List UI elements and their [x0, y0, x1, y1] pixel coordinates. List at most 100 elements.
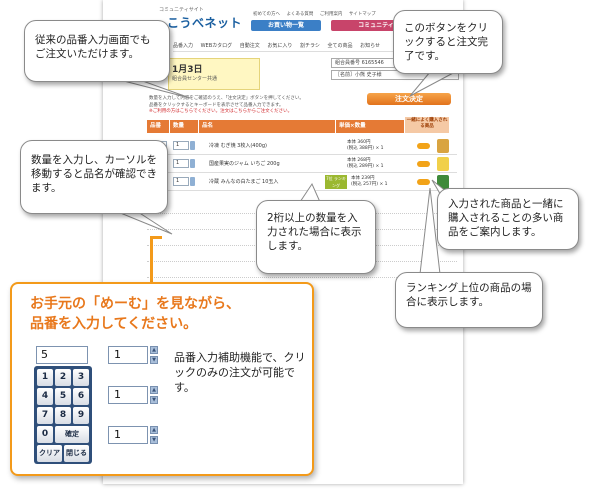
- recommend-product-thumbnail[interactable]: [437, 139, 449, 153]
- col-header-price: 単価×数量: [336, 120, 404, 133]
- subnav-item-all-products[interactable]: 全ての商品: [327, 43, 353, 49]
- recommend-product-thumbnail[interactable]: [437, 175, 449, 189]
- callout-order-button: このボタンをクリックすると注文完了です。: [393, 10, 503, 74]
- key-4[interactable]: 4: [37, 388, 53, 405]
- stepper-down-icon[interactable]: ▼: [150, 436, 158, 444]
- key-confirm-button[interactable]: 確定: [55, 426, 89, 443]
- top-links: 初めての方へ よくある質問 ご利用案内 サイトマップ: [253, 11, 381, 17]
- key-close-button[interactable]: 閉じる: [64, 445, 89, 462]
- callout-title-line-1: お手元の「めーむ」を見ながら、: [30, 296, 240, 312]
- connector-line: [150, 236, 153, 284]
- recommend-badge[interactable]: [417, 161, 430, 167]
- callout-ranking: ランキング上位の商品の場合に表示します。: [395, 272, 543, 328]
- key-2[interactable]: 2: [55, 369, 71, 386]
- instruction-line-1: 数量を入力して内容をご確認のうえ、「注文決定」ボタンを押してください。: [149, 96, 304, 101]
- stepper-up-icon[interactable]: ▲: [150, 346, 158, 354]
- ranking-badge: 7位 ランキング: [325, 175, 347, 189]
- product-name: 国産果実のジャム いちご 200g: [209, 161, 280, 167]
- quantity-stepper-3[interactable]: ▲▼: [150, 426, 158, 444]
- product-price: 本体 239円(税込 257円) × 1: [351, 176, 388, 188]
- key-1[interactable]: 1: [37, 369, 53, 386]
- instructions: 数量を入力して内容をご確認のうえ、「注文決定」ボタンを押してください。 品番をク…: [149, 96, 369, 116]
- stepper-up-icon[interactable]: ▲: [150, 386, 158, 394]
- key-6[interactable]: 6: [73, 388, 89, 405]
- top-link-sitemap[interactable]: サイトマップ: [348, 12, 376, 17]
- subnav-item-web-catalog[interactable]: WEBカタログ: [200, 43, 233, 49]
- connector-line: [150, 236, 162, 239]
- delivery-center: 組合員センター共通: [172, 76, 218, 82]
- quantity-stepper-1[interactable]: ▲▼: [150, 346, 158, 364]
- price-base: 本体 268円: [347, 158, 371, 163]
- stepper-down-icon[interactable]: ▼: [150, 396, 158, 404]
- order-confirm-button[interactable]: 注文決定: [367, 93, 451, 105]
- callout-title: お手元の「めーむ」を見ながら、 品番を入力してください。: [30, 294, 240, 334]
- assist-description: 品番入力補助機能で、クリックのみの注文が可能です。: [174, 351, 306, 394]
- nav-community-button[interactable]: コミュニティ: [331, 20, 421, 31]
- qty-stepper-mini[interactable]: [190, 177, 195, 186]
- recommend-badge[interactable]: [417, 143, 430, 149]
- instruction-link-red[interactable]: ※ご利用の方はこちらでください。注文はこちらからご注文ください。: [149, 109, 293, 114]
- price-tax: (税込 388円) × 1: [347, 146, 384, 151]
- member-name: ［名前］小熊 史子様: [331, 70, 459, 80]
- qty-stepper-mini[interactable]: [190, 141, 195, 150]
- code-entry-callout: お手元の「めーむ」を見ながら、 品番を入力してください。 5 1 ▲▼ 1 ▲▼…: [10, 282, 314, 476]
- callout-legacy-entry: 従来の品番入力画面でもご注文いただけます。: [24, 20, 170, 82]
- product-name: 冷蔵 みんなの白たまご 10玉入: [209, 179, 279, 185]
- callout-recommend: 入力された商品と一緒に購入されることの多い商品をご案内します。: [437, 188, 579, 250]
- delivery-date: 1月3日: [172, 65, 203, 75]
- key-clear-button[interactable]: クリア: [37, 445, 62, 462]
- product-name: 冷凍 むぎ焼 3枚入(400g): [209, 143, 267, 149]
- quantity-stepper-2[interactable]: ▲▼: [150, 386, 158, 404]
- top-link-guide[interactable]: ご利用案内: [319, 12, 343, 17]
- product-price: 本体 268円(税込 289円) × 1: [347, 158, 384, 170]
- price-tax: (税込 257円) × 1: [351, 182, 388, 187]
- callout-title-line-2: 品番を入力してください。: [30, 316, 198, 332]
- callout-multi-digit: 2桁以上の数量を入力された場合に表示します。: [256, 200, 376, 274]
- numeric-keypad: 1 2 3 4 5 6 7 8 9 0 確定 クリア 閉じる: [34, 366, 92, 464]
- qty-stepper-mini[interactable]: [190, 159, 195, 168]
- subnav-item-code-entry[interactable]: 品番入力: [173, 43, 194, 49]
- subnav-item-auto-order[interactable]: 自動注文: [239, 43, 260, 49]
- delivery-info-box: 1月3日 組合員センター共通: [168, 58, 260, 90]
- callout-quantity: 数量を入力し、カーソルを移動すると品名が確認できます。: [20, 140, 168, 214]
- stepper-down-icon[interactable]: ▼: [150, 356, 158, 364]
- quantity-input-1[interactable]: 1: [108, 346, 148, 364]
- instruction-line-2: 品番をクリックするとキーボードを表示させて品番入力できます。: [149, 102, 284, 108]
- qty-input-mini[interactable]: 1: [173, 177, 189, 186]
- key-5[interactable]: 5: [55, 388, 71, 405]
- table-row-empty: [147, 264, 457, 278]
- recommend-badge[interactable]: [417, 179, 430, 185]
- quantity-input-2[interactable]: 1: [108, 386, 148, 404]
- subnav-item-flyer[interactable]: 割チラシ: [299, 43, 320, 49]
- sub-navigation: 品番入力 WEBカタログ 自動注文 お気に入り 割チラシ 全ての商品 お知らせ: [173, 40, 463, 52]
- key-7[interactable]: 7: [37, 407, 53, 424]
- col-header-qty: 数量: [170, 120, 198, 133]
- top-link-beginner[interactable]: 初めての方へ: [253, 12, 280, 17]
- col-header-name: 品名: [199, 120, 335, 133]
- table-row: 1 冷凍 むぎ焼 3枚入(400g) 本体 360円(税込 388円) × 1: [147, 138, 457, 155]
- key-9[interactable]: 9: [73, 407, 89, 424]
- qty-input-mini[interactable]: 1: [173, 159, 189, 168]
- top-link-faq[interactable]: よくある質問: [286, 12, 314, 17]
- col-header-code: 品番: [147, 120, 169, 133]
- table-row: 1 冷蔵 みんなの白たまご 10玉入 7位 ランキング 本体 239円(税込 2…: [147, 174, 457, 191]
- product-code-input[interactable]: 5: [36, 346, 88, 364]
- order-table-header: 品番 数量 品名 単価×数量 一緒によく購入される商品: [147, 117, 457, 133]
- table-row: 1 国産果実のジャム いちご 200g 本体 268円(税込 289円) × 1: [147, 156, 457, 173]
- subnav-item-favorites[interactable]: お気に入り: [267, 43, 293, 49]
- price-base: 本体 360円: [347, 140, 371, 145]
- price-tax: (税込 289円) × 1: [347, 164, 384, 169]
- quantity-input-3[interactable]: 1: [108, 426, 148, 444]
- nav-shopping-button[interactable]: お買い物一覧: [251, 20, 321, 31]
- price-base: 本体 239円: [351, 176, 375, 181]
- col-header-recommend: 一緒によく購入される商品: [405, 117, 449, 133]
- brand-logo[interactable]: こうべネット: [167, 16, 243, 30]
- brand-tagline: コミュニティサイト: [159, 7, 204, 13]
- recommend-product-thumbnail[interactable]: [437, 157, 449, 171]
- subnav-item-news[interactable]: お知らせ: [360, 43, 380, 49]
- key-0[interactable]: 0: [37, 426, 53, 443]
- key-8[interactable]: 8: [55, 407, 71, 424]
- stepper-up-icon[interactable]: ▲: [150, 426, 158, 434]
- key-3[interactable]: 3: [73, 369, 89, 386]
- qty-input-mini[interactable]: 1: [173, 141, 189, 150]
